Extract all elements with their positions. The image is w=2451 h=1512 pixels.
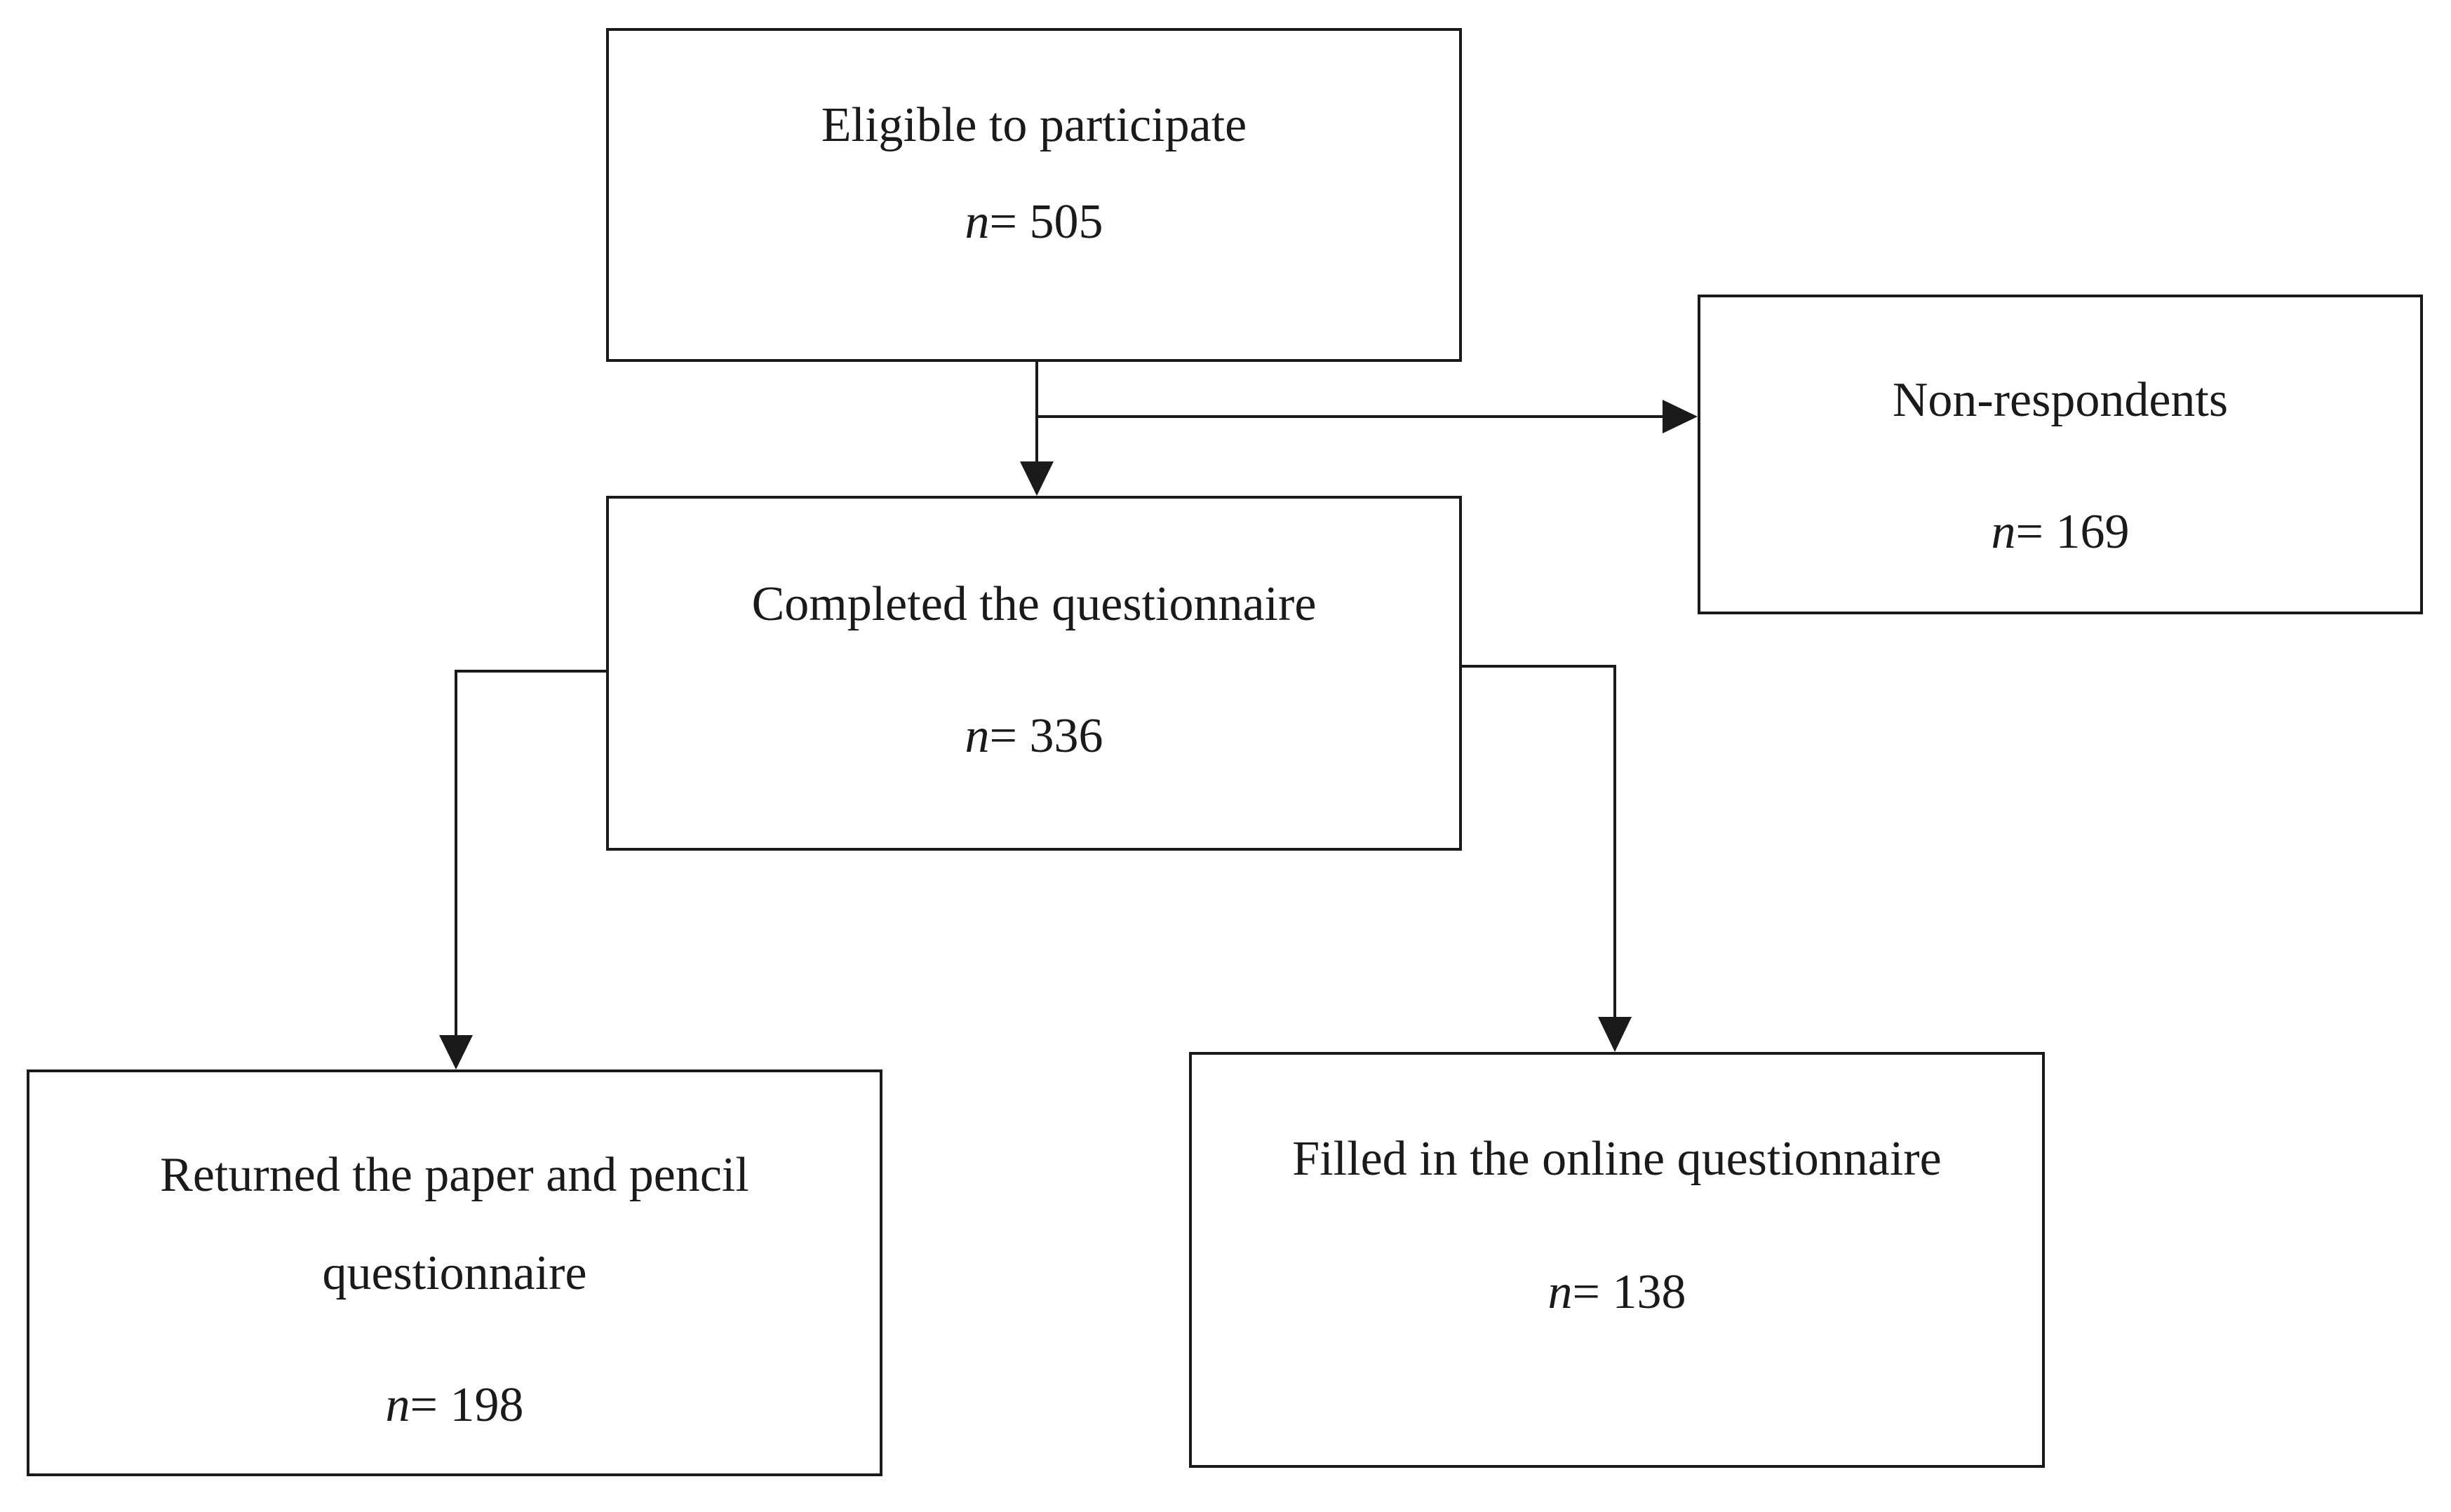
- paper-label-line2: questionnaire: [322, 1246, 587, 1300]
- paper-count-value: = 198: [410, 1378, 524, 1432]
- paper-questionnaire-box: Returned the paper and pencil questionna…: [27, 1069, 882, 1476]
- arrowhead-to-paper: [439, 1035, 473, 1069]
- non-respondents-label: Non-respondents: [1892, 373, 2229, 427]
- connector-completed-to-online: [1462, 665, 1616, 1018]
- online-label: Filled in the online questionnaire: [1292, 1132, 1942, 1186]
- eligible-count-value: = 505: [989, 195, 1103, 249]
- non-respondents-count-value: = 169: [2015, 505, 2130, 559]
- connector-completed-to-paper: [455, 670, 610, 1037]
- n-symbol: n: [965, 709, 990, 763]
- completed-count-value: = 336: [989, 709, 1103, 763]
- completed-box: Completed the questionnaire n= 336: [606, 496, 1462, 851]
- n-symbol: n: [385, 1378, 410, 1432]
- completed-count: n= 336: [609, 712, 1459, 761]
- arrowhead-to-online: [1598, 1017, 1632, 1052]
- non-respondents-box: Non-respondents n= 169: [1698, 295, 2423, 614]
- completed-label: Completed the questionnaire: [751, 577, 1317, 631]
- arrowhead-to-completed: [1020, 461, 1054, 496]
- paper-count: n= 198: [29, 1381, 880, 1430]
- eligible-label: Eligible to participate: [821, 98, 1247, 152]
- arrowhead-to-nonrespondents: [1663, 400, 1698, 433]
- online-count-value: = 138: [1572, 1265, 1686, 1319]
- eligible-box: Eligible to participate n= 505: [606, 28, 1462, 362]
- eligible-count: n= 505: [609, 198, 1459, 247]
- n-symbol: n: [1547, 1265, 1573, 1319]
- non-respondents-count: n= 169: [1700, 508, 2420, 557]
- online-count: n= 138: [1192, 1268, 2042, 1317]
- n-symbol: n: [965, 195, 990, 249]
- paper-label-line1: Returned the paper and pencil: [160, 1148, 749, 1202]
- n-symbol: n: [1991, 505, 2016, 559]
- online-questionnaire-box: Filled in the online questionnaire n= 13…: [1189, 1052, 2045, 1468]
